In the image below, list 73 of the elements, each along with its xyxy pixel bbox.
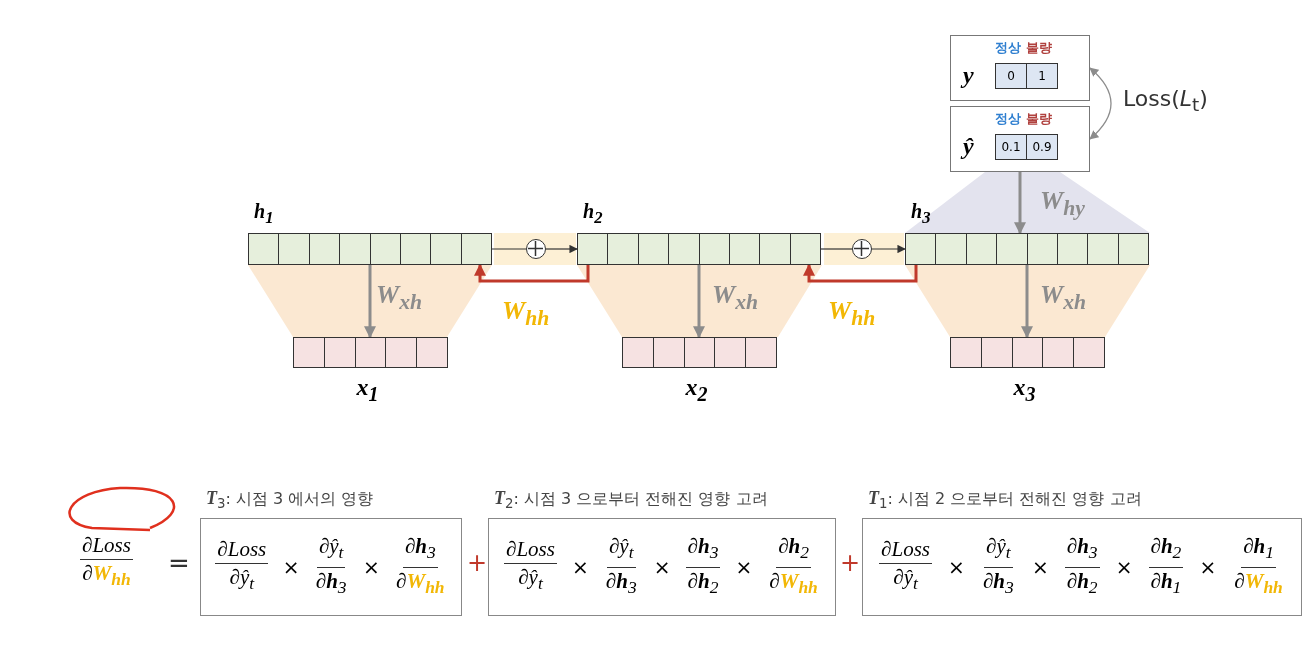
- plus-sign: +: [840, 548, 861, 578]
- numerator: ∂h$_{2}$: [776, 533, 811, 568]
- term-caption: T$_{1}$: 시점 2 으로부터 전해진 영향 고려: [868, 488, 1142, 512]
- denominator: ∂ŷ$_{t}$: [228, 564, 256, 596]
- arrow: [364, 265, 376, 339]
- arrow: [474, 263, 590, 283]
- edge-label: W$_{hy}$: [1040, 186, 1085, 222]
- arrow: [693, 265, 705, 339]
- edge-label: W$_{xh}$: [376, 280, 422, 316]
- term-caption: T$_{2}$: 시점 3 으로부터 전해진 영향 고려: [494, 488, 768, 512]
- operator: ×: [1199, 555, 1217, 579]
- denominator: ∂h$_{2}$: [1065, 567, 1099, 599]
- denominator: ∂W$_{hh}$: [81, 560, 132, 592]
- denominator: ∂W$_{hh}$: [1233, 567, 1284, 599]
- value-cell: 0.1: [995, 134, 1027, 160]
- denominator: ∂W$_{hh}$: [395, 567, 446, 599]
- vector-label: h$_{2}$: [583, 200, 603, 228]
- output-panel: [950, 35, 1090, 101]
- numerator: ∂h$_{2}$: [1148, 533, 1184, 568]
- denominator: ∂h$_{3}$: [981, 567, 1015, 599]
- class-label: 불량: [1026, 110, 1052, 128]
- edge-label: W$_{xh}$: [1040, 280, 1086, 316]
- arrow: [871, 244, 906, 254]
- arrow: [545, 244, 578, 254]
- operator: ×: [1031, 555, 1049, 579]
- numerator: ∂Loss: [215, 536, 269, 565]
- value-cell: 0.9: [1026, 134, 1058, 160]
- numerator: ∂Loss: [80, 532, 133, 560]
- numerator: ∂Loss: [504, 536, 557, 565]
- denominator: ∂h$_{1}$: [1149, 567, 1183, 599]
- value-cell: 0: [995, 63, 1027, 89]
- operator: ×: [282, 555, 300, 579]
- arrow: [803, 263, 918, 283]
- vector-label: x$_{3}$: [1013, 374, 1036, 406]
- equals-sign: =: [168, 548, 190, 578]
- denominator: ∂ŷ$_{t}$: [892, 564, 919, 596]
- edge-label: Loss(L$_{t}$): [1123, 86, 1208, 116]
- vector-label: h$_{3}$: [911, 200, 931, 228]
- class-label: 정상: [995, 110, 1021, 128]
- denominator: ∂W$_{hh}$: [768, 567, 819, 599]
- numerator: ∂ŷ$_{t}$: [607, 533, 636, 568]
- arrow: [1014, 172, 1026, 235]
- numerator: ∂ŷ$_{t}$: [984, 533, 1013, 568]
- operator: ×: [572, 555, 589, 579]
- arrow: [1089, 67, 1112, 140]
- operator: ×: [653, 555, 671, 579]
- edge-label: W$_{hh}$: [828, 296, 876, 332]
- numerator: ∂h$_{1}$: [1241, 533, 1276, 568]
- edge-label: W$_{hh}$: [502, 296, 550, 332]
- vector-label: h$_{1}$: [254, 200, 274, 228]
- denominator: ∂h$_{3}$: [604, 567, 638, 599]
- vector-label: x$_{1}$: [356, 374, 379, 406]
- numerator: ∂Loss: [879, 536, 932, 565]
- numerator: ∂h$_{3}$: [685, 533, 721, 568]
- numerator: ∂ŷ$_{t}$: [316, 533, 346, 568]
- operator: ×: [948, 555, 965, 579]
- vector-label: x$_{2}$: [685, 374, 708, 406]
- class-label: 정상: [995, 39, 1021, 57]
- operator: ×: [362, 555, 380, 579]
- denominator: ∂h$_{2}$: [686, 567, 720, 599]
- numerator: ∂h$_{3}$: [402, 533, 438, 568]
- denominator: ∂h$_{3}$: [314, 567, 348, 599]
- output-panel: [950, 106, 1090, 172]
- value-cell: 1: [1026, 63, 1058, 89]
- edge-label: W$_{xh}$: [712, 280, 758, 316]
- operator: ×: [1115, 555, 1133, 579]
- term-caption: T$_{3}$: 시점 3 에서의 영향: [206, 488, 374, 512]
- plus-sign: +: [467, 548, 488, 578]
- numerator: ∂h$_{3}$: [1064, 533, 1100, 568]
- operator: ×: [735, 555, 753, 579]
- arrow: [1021, 265, 1033, 339]
- denominator: ∂ŷ$_{t}$: [517, 564, 544, 596]
- class-label: 불량: [1026, 39, 1052, 57]
